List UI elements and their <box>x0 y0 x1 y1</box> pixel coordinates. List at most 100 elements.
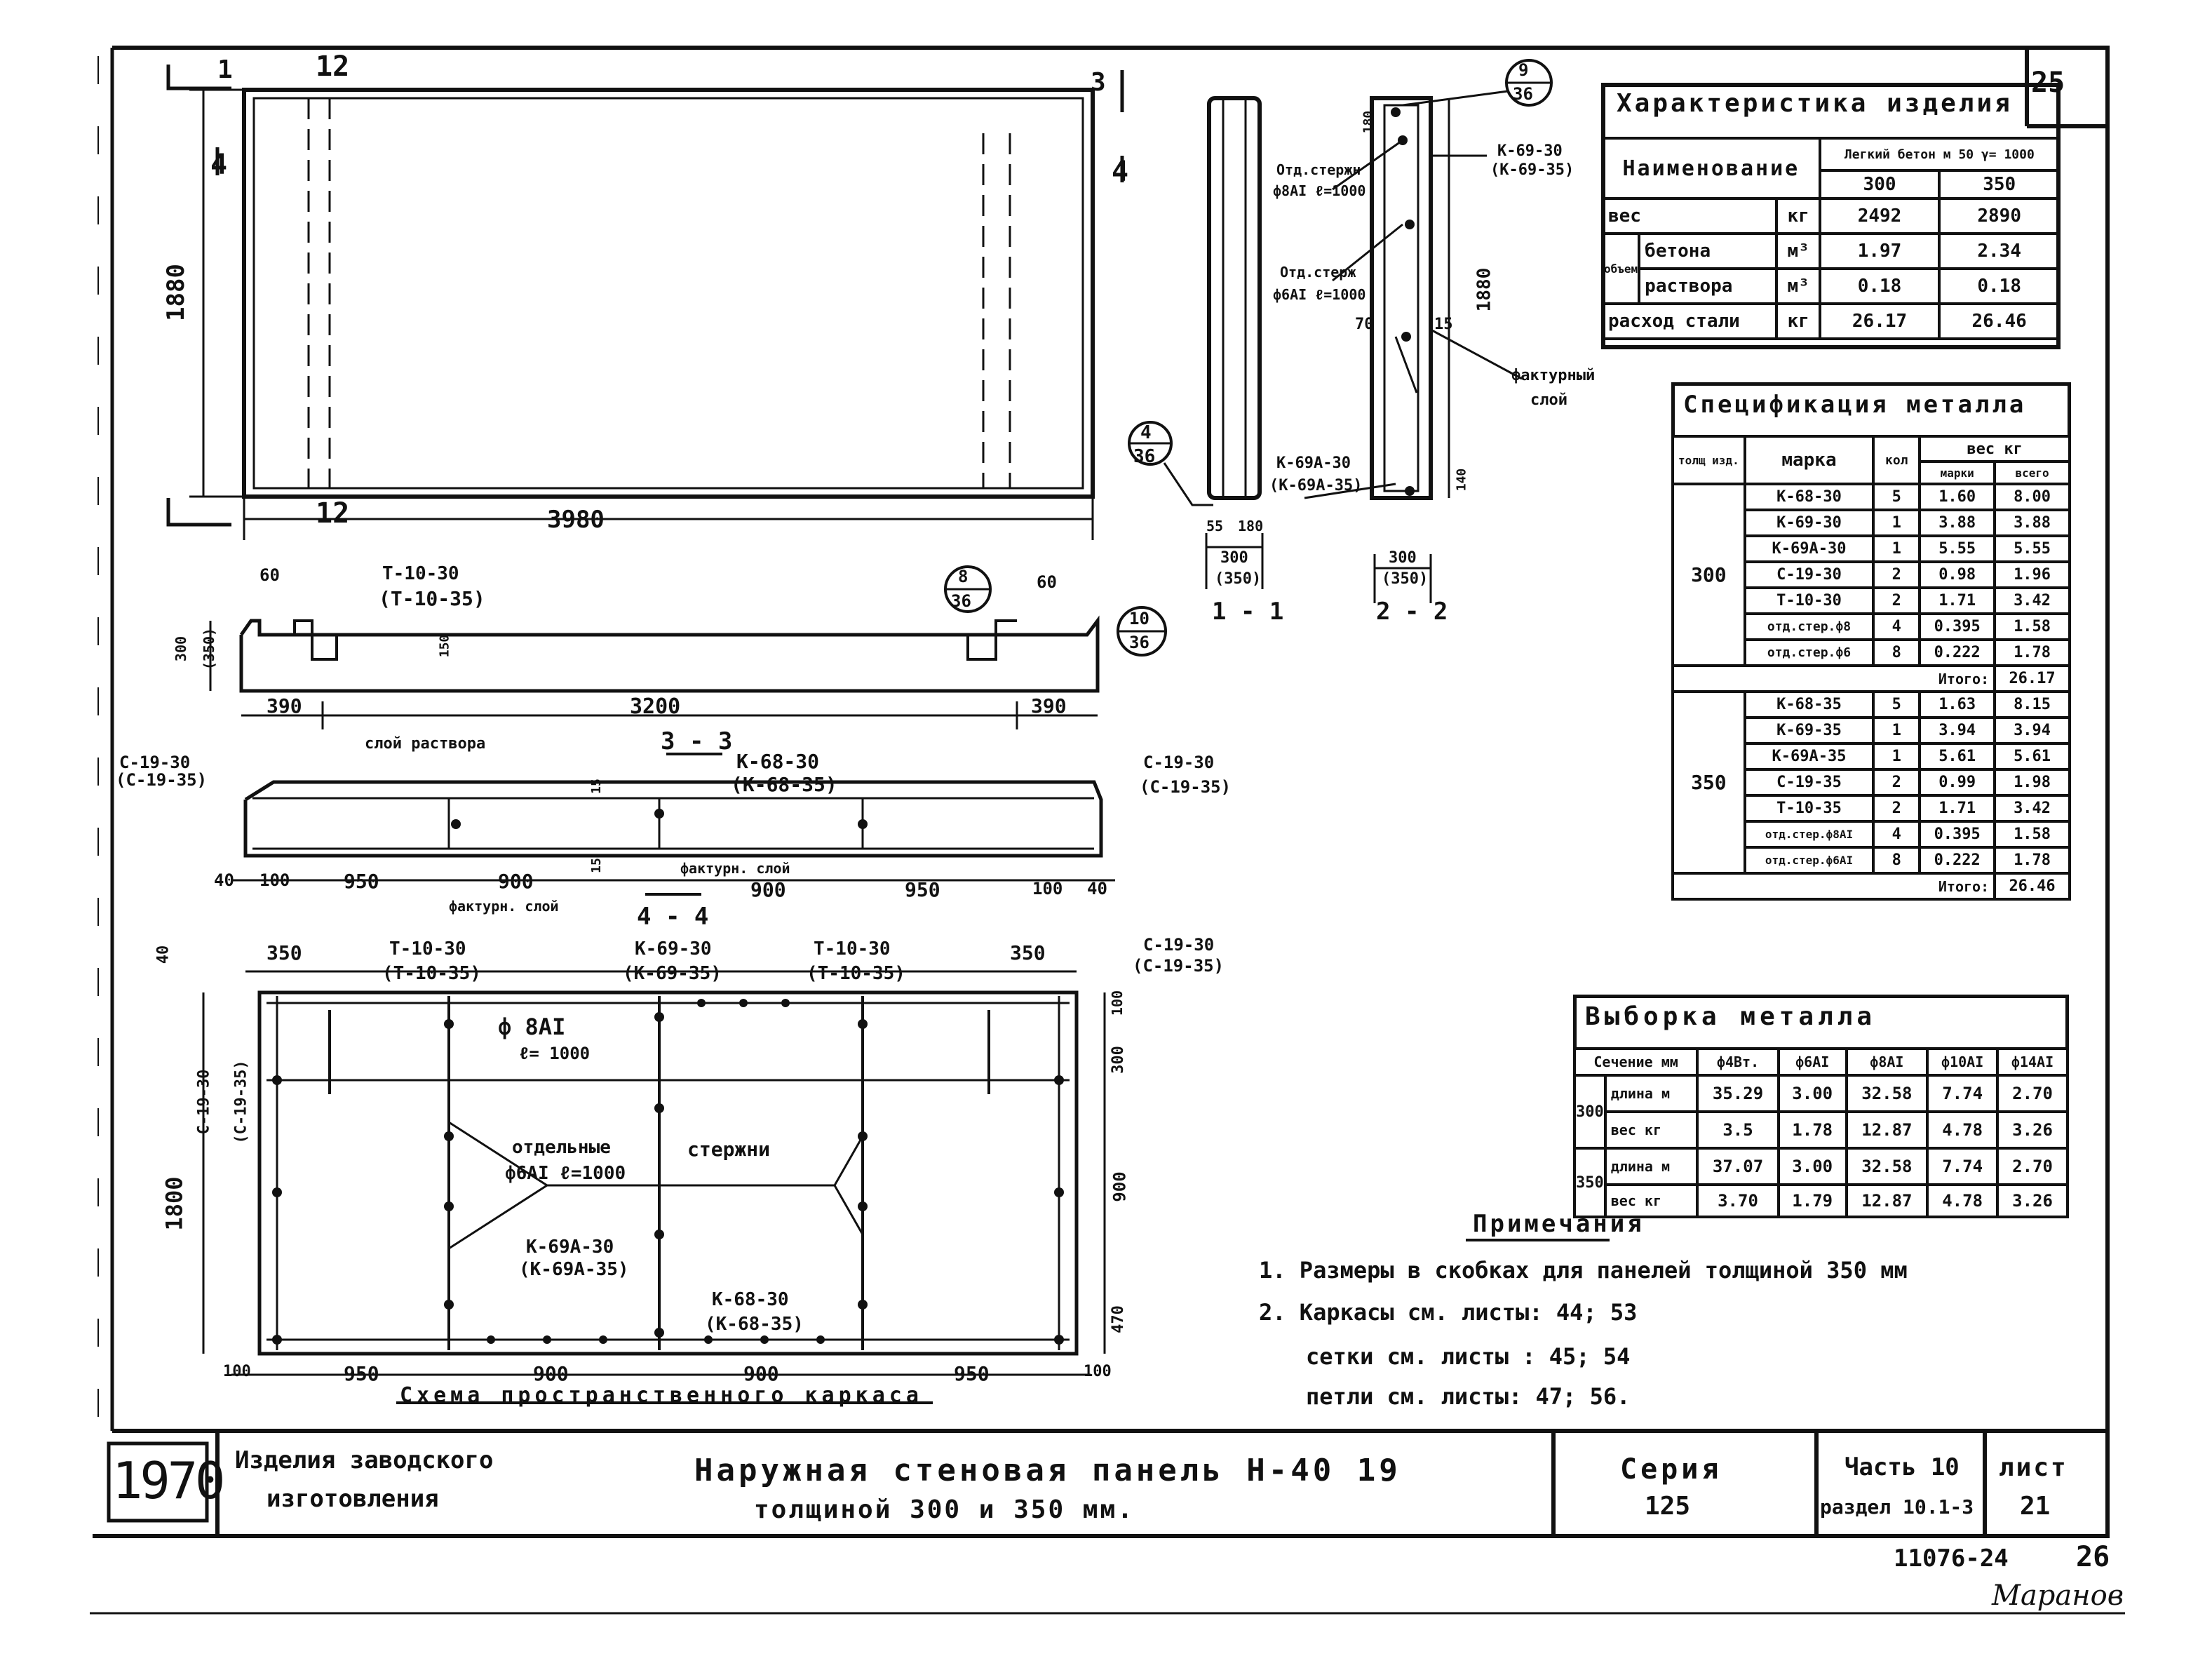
selection-title-frame <box>1573 995 2069 1047</box>
spec-h-qty: кол <box>1872 435 1922 485</box>
elevation-height-dim: 1880 <box>161 264 190 321</box>
cut-4-right-label: 4 <box>1112 156 1129 188</box>
spec-mark: С-19-30 <box>1743 560 1875 589</box>
spec-qty: 1 <box>1872 509 1922 537</box>
spec-qty: 4 <box>1872 612 1922 641</box>
spec-h-wtotal: всего <box>1993 460 2071 485</box>
spec-wtotal: 1.96 <box>1993 560 2071 589</box>
sec22-dim-70: 70 <box>1355 316 1374 333</box>
cage-rods-word: стержни <box>687 1138 771 1161</box>
spec-mark: Т-10-35 <box>1743 794 1875 823</box>
sheet-frame <box>93 46 2110 1538</box>
section-2-2 <box>1304 59 1553 603</box>
sec11-dim-55: 55 <box>1206 518 1224 534</box>
cage-t10-right-b: (Т-10-35) <box>807 963 905 984</box>
sel-header-col: ф4Вт. <box>1696 1047 1780 1077</box>
section-2-2-label: 2 - 2 <box>1376 598 1448 626</box>
sec33-dim-60-left: 60 <box>259 565 280 585</box>
spatial-cage <box>202 970 1106 1404</box>
spec-wmark: 0.222 <box>1918 846 1997 875</box>
spec-mark: К-69-30 <box>1743 509 1875 537</box>
spec-qty: 4 <box>1872 820 1922 849</box>
tb-sheet-label: лист <box>1999 1453 2068 1482</box>
char-volume-label: объем <box>1600 232 1641 305</box>
sec33-t10: Т-10-30 <box>382 563 459 584</box>
spec-wmark: 5.61 <box>1918 742 1997 771</box>
char-unit: м³ <box>1775 232 1821 270</box>
spec-wmark: 0.222 <box>1918 638 1997 667</box>
sec22-dim-180: 180 <box>1361 110 1376 134</box>
signature: Маранов <box>1992 1580 2124 1612</box>
sel-row-label: длина м <box>1603 1147 1699 1186</box>
char-unit: кг <box>1775 302 1821 340</box>
cage-t10-right: Т-10-30 <box>814 938 891 960</box>
spec-wtotal: 1.98 <box>1993 768 2071 797</box>
spec-wmark: 0.395 <box>1918 612 1997 641</box>
char-header-group: Легкий бетон м 50 γ= 1000 <box>1818 137 2061 172</box>
callout-4-den: 36 <box>1133 446 1156 467</box>
note-1: 1. Размеры в скобках для панелей толщино… <box>1259 1257 1908 1284</box>
spec-mark: К-69А-35 <box>1743 742 1875 771</box>
sel-value: 2.70 <box>1996 1147 2069 1186</box>
cage-rdim-3: 470 <box>1109 1305 1127 1333</box>
spec-qty: 1 <box>1872 716 1922 745</box>
mortar-layer-label: слой раствора <box>365 735 486 753</box>
sec44-facing-b: фактурн. слой <box>449 898 559 915</box>
sec22-dim-140: 140 <box>1454 468 1469 492</box>
sec11-dim-180: 180 <box>1238 518 1264 534</box>
spec-wmark: 0.98 <box>1918 560 1997 589</box>
rod6-spec: ф6АI ℓ=1000 <box>1273 286 1366 303</box>
spec-qty: 2 <box>1872 794 1922 823</box>
section-1-1 <box>1128 96 1264 589</box>
spec-total-300: 26.17 <box>1993 664 2071 693</box>
rod8-spec: ф8АI ℓ=1000 <box>1273 182 1366 199</box>
sec33-dim-390-left: 390 <box>267 694 302 718</box>
spec-mark: К-69А-30 <box>1743 534 1875 563</box>
char-col-350: 350 <box>1938 169 2061 200</box>
characteristics-title: Характеристика изделия <box>1617 89 2013 118</box>
sel-value: 3.70 <box>1696 1183 1780 1218</box>
char-value: 26.17 <box>1818 302 1941 340</box>
sec44-k68: К-68-30 <box>736 750 820 773</box>
sel-row-label: длина м <box>1603 1074 1699 1113</box>
rod6-label: Отд.стерж <box>1280 264 1356 281</box>
tb-product-type-2: изготовления <box>267 1485 439 1513</box>
sel-value: 1.78 <box>1776 1110 1848 1150</box>
sec44-dim-15-a: 15 <box>588 779 604 794</box>
spec-wtotal: 3.88 <box>1993 509 2071 537</box>
facing-layer-label-1: фактурный <box>1511 367 1596 384</box>
sec11-dim-300: 300 <box>1220 549 1248 567</box>
spec-mark: отд.стер.ф6 <box>1743 638 1875 667</box>
sec22-k69b: (К-69-35) <box>1490 161 1574 179</box>
spec-wmark: 1.63 <box>1918 690 1997 719</box>
cage-c19-right: С-19-30 <box>1143 935 1215 955</box>
spec-qty: 5 <box>1872 483 1922 511</box>
rod8-label: Отд.стержн <box>1276 161 1361 178</box>
cage-k69b: (К-69-35) <box>623 963 722 984</box>
spec-mark: К-68-30 <box>1743 483 1875 511</box>
sel-value: 3.26 <box>1996 1110 2069 1150</box>
sel-value: 35.29 <box>1696 1074 1780 1113</box>
sec44-dim-1: 100 <box>259 870 290 890</box>
spec-mark: отд.стер.ф8АI <box>1743 820 1875 849</box>
spec-wtotal: 3.94 <box>1993 716 2071 745</box>
callout-8-num: 8 <box>958 567 969 586</box>
spec-wmark: 5.55 <box>1918 534 1997 563</box>
sel-header-col: ф6АI <box>1776 1047 1848 1077</box>
spec-qty: 1 <box>1872 534 1922 563</box>
cage-rebar-dots <box>272 107 1415 1345</box>
spec-title-frame <box>1671 382 2071 435</box>
sec44-k68b: (К-68-35) <box>731 773 837 796</box>
spec-qty: 2 <box>1872 586 1922 615</box>
sel-value: 3.5 <box>1696 1110 1780 1150</box>
char-value: 2890 <box>1938 197 2061 235</box>
sel-row-label: вес кг <box>1603 1110 1699 1150</box>
cage-k69a: К-69А-30 <box>526 1237 614 1258</box>
sel-value: 12.87 <box>1845 1183 1929 1218</box>
spec-wtotal: 1.58 <box>1993 612 2071 641</box>
spec-wtotal: 8.00 <box>1993 483 2071 511</box>
char-row-concrete: бетона <box>1638 232 1779 270</box>
note-3: сетки см. листы : 45; 54 <box>1306 1343 1631 1370</box>
sec44-facing-a: фактурн. слой <box>680 860 790 877</box>
spec-wtotal: 5.61 <box>1993 742 2071 771</box>
